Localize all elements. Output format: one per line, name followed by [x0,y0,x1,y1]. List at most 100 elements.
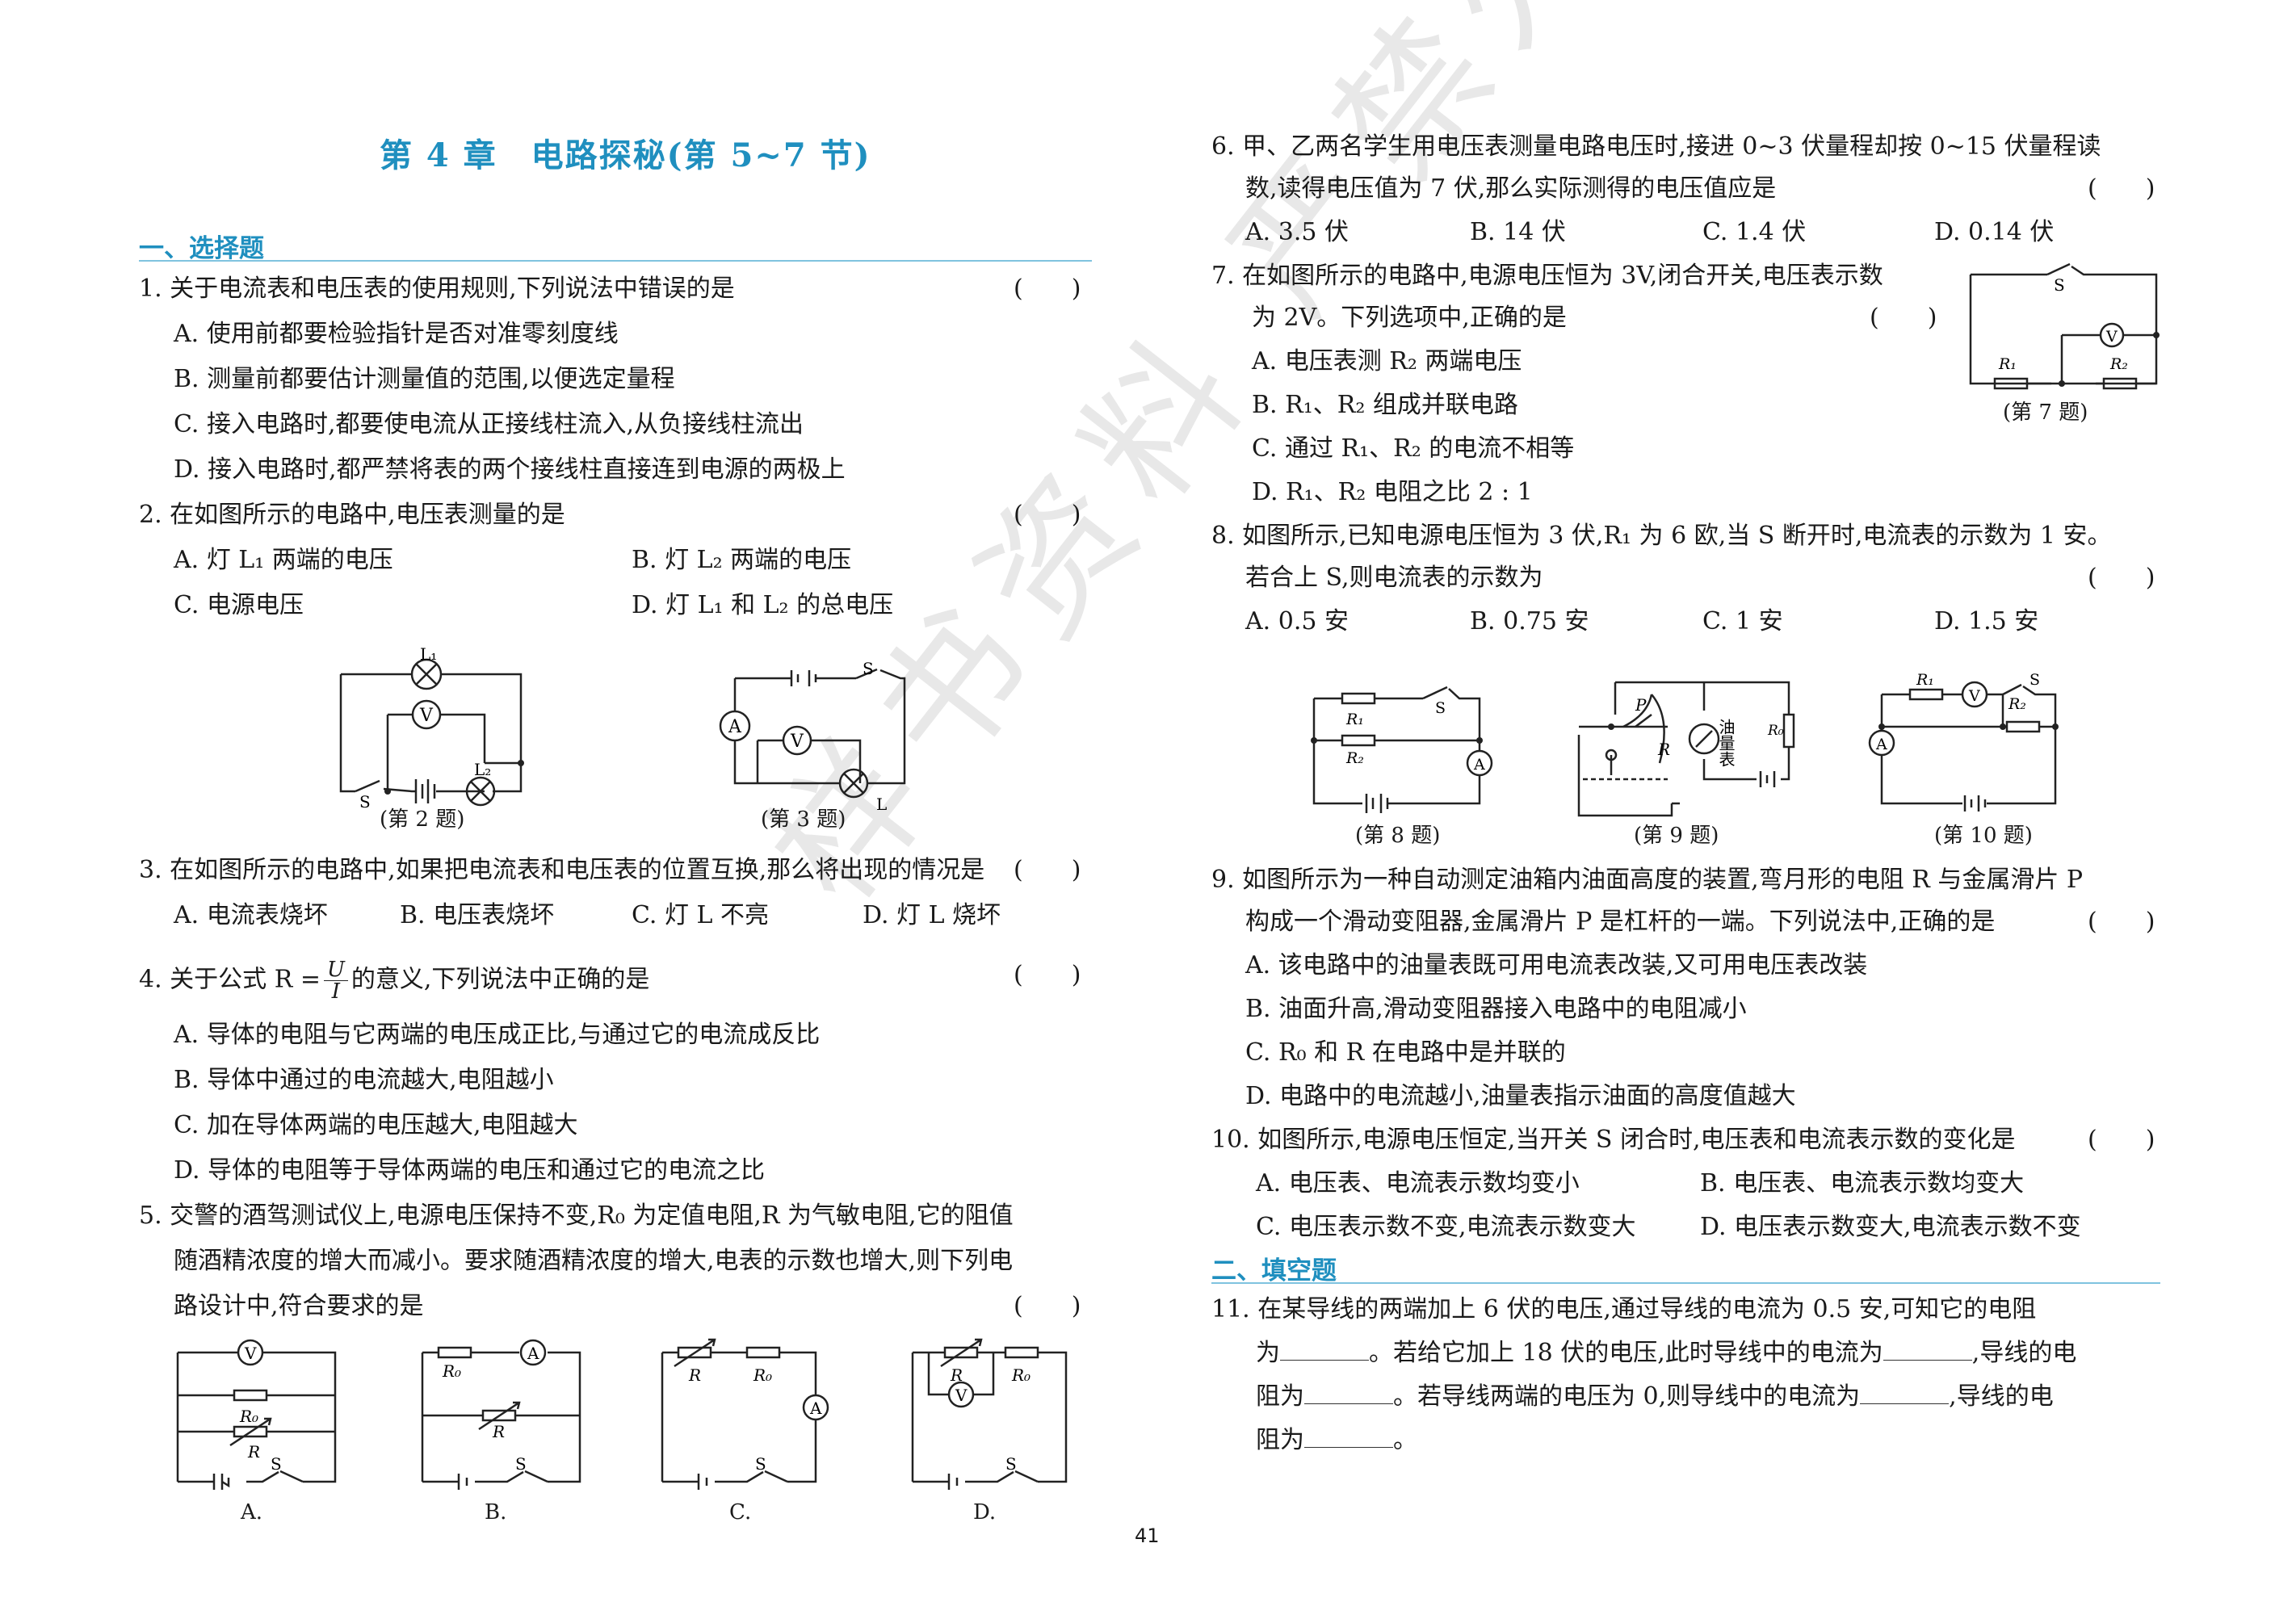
q9-label-r0: R₀ [1767,723,1784,739]
q6-option-c: C. 1.4 伏 [1702,218,1807,246]
q5-diagram-a: V R₀ R S [176,1339,337,1490]
q4-formula-denominator: I [331,979,341,1004]
q11-blank-5[interactable] [1304,1424,1393,1448]
q10-label-v: V [1968,687,1980,705]
q6-stem-line1: 6. 甲、乙两名学生用电压表测量电路电压时,接进 0~3 伏量程却按 0~15 … [1211,132,2101,161]
q11-blank-4[interactable] [1860,1381,1950,1404]
q5d-label-r: R [950,1365,963,1385]
q10-label-a: A [1875,736,1887,753]
q5-caption-b: B. [485,1500,507,1524]
q4-option-b: B. 导体中通过的电流越大,电阻越小 [174,1066,554,1094]
q8-stem-line2: 若合上 S,则电流表的示数为 [1245,564,1543,592]
q8-stem-line1: 8. 如图所示,已知电源电压恒为 3 伏,R₁ 为 6 欧,当 S 断开时,电流… [1211,522,2112,550]
q9-caption: (第 9 题) [1634,824,1719,848]
q5d-label-s: S [1005,1454,1017,1474]
q6-option-b: B. 14 伏 [1470,218,1566,246]
q7-label-v: V [2105,328,2118,346]
section-rule [139,260,1092,262]
q11-blank-3[interactable] [1304,1381,1393,1404]
q11-text: ,导线的电 [1971,1339,2077,1367]
q11-text: 。 [1393,1426,1417,1454]
q1-option-a: A. 使用前都要检验指针是否对准零刻度线 [174,320,619,348]
q3-option-a: A. 电流表烧坏 [174,901,328,929]
q8-label-a: A [1473,756,1485,774]
q2-option-c: C. 电源电压 [174,591,304,619]
q7-label-s: S [2054,275,2065,295]
q8-option-b: B. 0.75 安 [1470,607,1589,635]
q11-text: 阻为 [1256,1382,1304,1411]
q8-label-s: S [1435,699,1446,717]
q10-label-s: S [2029,671,2040,689]
q5-diagram-b: R₀ A R S [421,1339,581,1490]
q6-answer-paren: ( ) [2088,174,2155,203]
q2-label-s: S [359,792,371,812]
q5-diagram-c: R R₀ A S [661,1338,829,1490]
q9-stem-line1: 9. 如图所示为一种自动测定油箱内油面高度的装置,弯月形的电阻 R 与金属滑片 … [1211,866,2084,894]
q11-text: 阻为 [1256,1426,1304,1454]
q2-option-d: D. 灯 L₁ 和 L₂ 的总电压 [632,591,894,619]
q8-option-d: D. 1.5 安 [1934,607,2039,635]
q11-text: ,导线的电 [1949,1382,2054,1411]
q5c-label-r: R [688,1365,701,1385]
q8-caption: (第 8 题) [1355,824,1441,848]
q6-option-a: A. 3.5 伏 [1245,218,1349,246]
q7-option-b: B. R₁、R₂ 组成并联电路 [1252,391,1518,419]
q2-option-a: A. 灯 L₁ 两端的电压 [174,546,393,574]
q5b-label-r: R [492,1422,505,1441]
q5d-label-v: V [955,1386,968,1405]
page-title: 第 4 章 电路探秘(第 5~7 节) [380,136,871,174]
q5a-label-r0: R₀ [239,1407,258,1426]
q9-oil-level-diagram: P R R₀ 油量表 [1577,681,1795,817]
q7-label-r2: R₂ [2109,355,2128,373]
q5-caption-a: A. [241,1500,263,1524]
q11-blank-2[interactable] [1883,1337,1972,1361]
q4-option-c: C. 加在导体两端的电压越大,电阻越大 [174,1111,578,1139]
q4-option-a: A. 导体的电阻与它两端的电压成正比,与通过它的电流成反比 [174,1021,821,1049]
q11-stem-line2: 为 。若给它加上 18 伏的电压,此时导线中的电流为 ,导线的电 [1256,1337,2076,1369]
q10-label-r2: R₂ [2008,695,2026,713]
q3-label-a: A [728,717,742,737]
q11-text: 为 [1256,1339,1280,1367]
q11-blank-1[interactable] [1280,1337,1369,1361]
q1-option-c: C. 接入电路时,都要使电流从正接线柱流入,从负接线柱流出 [174,410,804,438]
q2-stem: 2. 在如图所示的电路中,电压表测量的是 [139,501,565,529]
q5-caption-d: D. [973,1500,997,1524]
q3-label-s: S [863,659,874,678]
q1-answer-paren: ( ) [1014,275,1081,303]
q8-circuit-diagram: R₁ R₂ S A [1311,686,1493,813]
q2-label-v: V [419,706,434,726]
q5d-label-r0: R₀ [1011,1365,1030,1385]
q7-stem-line2: 为 2V。下列选项中,正确的是 [1252,304,1567,332]
q2-option-b: B. 灯 L₂ 两端的电压 [632,546,852,574]
q7-stem-line1: 7. 在如图所示的电路中,电源电压恒为 3V,闭合开关,电压表示数 [1211,262,1883,290]
q2-label-l2: L₂ [474,760,491,779]
q5a-label-v: V [244,1344,257,1363]
q7-circuit-diagram: S V R₁ R₂ [1969,262,2160,390]
q9-answer-paren: ( ) [2088,908,2155,936]
q7-label-r1: R₁ [1998,355,2017,373]
q5a-label-s: S [271,1454,282,1474]
q5-caption-c: C. [729,1500,752,1524]
q5-stem-line1: 5. 交警的酒驾测试仪上,电源电压保持不变,R₀ 为定值电阻,R 为气敏电阻,它… [139,1202,1014,1230]
q5-stem-line2: 随酒精浓度的增大而减小。要求随酒精浓度的增大,电表的示数也增大,则下列电 [174,1247,1014,1275]
q9-stem-line2: 构成一个滑动变阻器,金属滑片 P 是杠杆的一端。下列说法中,正确的是 [1245,908,1996,936]
q5b-label-r0: R₀ [442,1361,461,1381]
q5b-label-a: A [527,1344,539,1363]
q10-stem: 10. 如图所示,电源电压恒定,当开关 S 闭合时,电压表和电流表示数的变化是 [1211,1126,2016,1154]
q8-label-r1: R₁ [1345,711,1364,728]
q7-option-a: A. 电压表测 R₂ 两端电压 [1252,347,1522,375]
q4-formula-numerator: U [323,959,348,981]
q2-caption: (第 2 题) [380,807,465,832]
q9-label-oil-gauge: 油量表 [1716,719,1736,767]
q10-option-b: B. 电压表、电流表示数均变大 [1700,1169,2025,1197]
q11-text: 。若导线两端的电压为 0,则导线中的电流为 [1393,1382,1861,1411]
q11-stem-line4: 阻为 。 [1256,1424,1417,1457]
q6-option-d: D. 0.14 伏 [1934,218,2055,246]
q11-stem-line1: 11. 在某导线的两端加上 6 伏的电压,通过导线的电流为 0.5 安,可知它的… [1211,1295,2037,1323]
q9-label-p: P [1635,695,1647,715]
page-number: 41 [1135,1524,1160,1547]
q8-option-a: A. 0.5 安 [1245,607,1349,635]
q11-text: 。若给它加上 18 伏的电压,此时导线中的电流为 [1369,1339,1883,1367]
